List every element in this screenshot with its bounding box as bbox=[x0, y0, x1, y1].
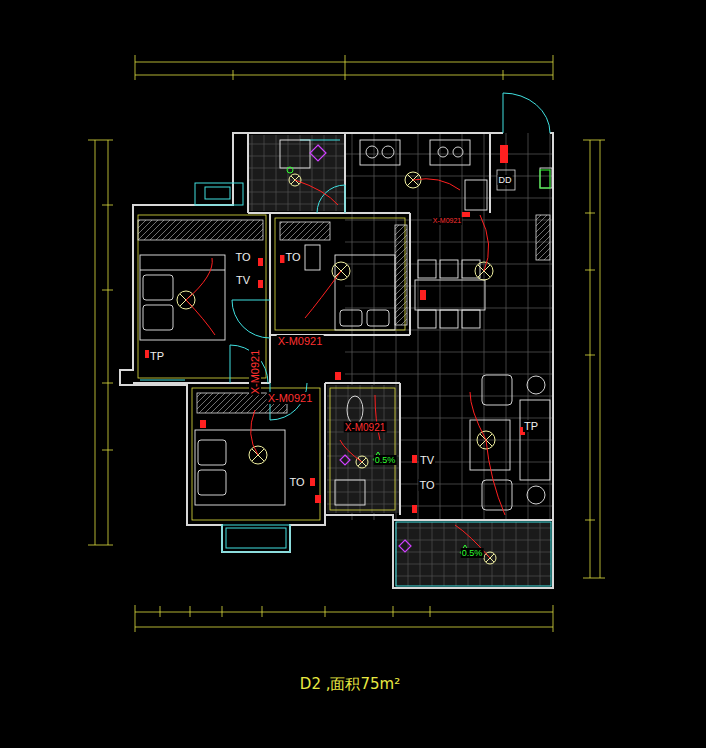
outlet-code: TP bbox=[149, 350, 165, 362]
outlet-code: TO bbox=[234, 251, 251, 263]
door-code: X-M0921 bbox=[344, 422, 387, 433]
outlet-code: TO bbox=[284, 251, 301, 263]
outlet-code: TV bbox=[235, 274, 251, 286]
plan-caption: D2 ,面积75m² bbox=[300, 675, 400, 693]
slope-note: 0.5% bbox=[374, 455, 397, 465]
outlet-code: TP bbox=[523, 420, 539, 432]
outlet-code: DD bbox=[498, 175, 513, 185]
slope-note: 0.5% bbox=[461, 548, 484, 558]
door-code: X-M0921 bbox=[249, 349, 261, 396]
outlet-code: TO bbox=[418, 479, 435, 491]
door-code: X-M0921 bbox=[432, 217, 462, 225]
door-code: X-M0921 bbox=[267, 392, 314, 404]
door-code: X-M0921 bbox=[277, 335, 324, 347]
outlet-code: TO bbox=[288, 476, 305, 488]
outlet-code: TV bbox=[419, 454, 435, 466]
